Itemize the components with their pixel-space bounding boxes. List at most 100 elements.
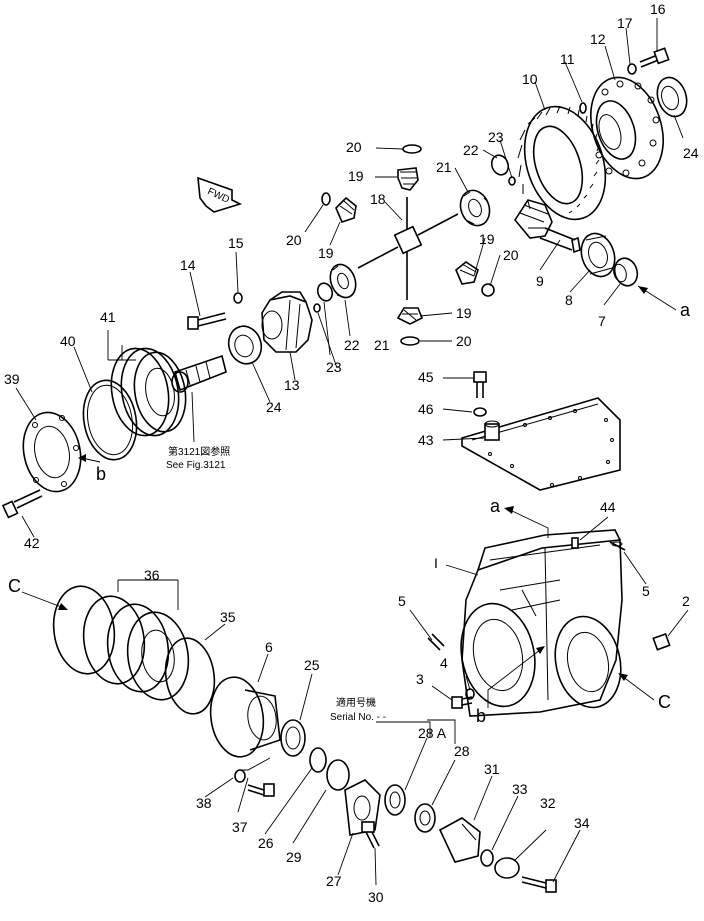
ref-c-left: C (8, 576, 21, 596)
pin-5-left (427, 633, 445, 651)
thrust-washer-22-right (490, 154, 510, 176)
callout-41: 41 (100, 309, 116, 325)
diff-case-half (261, 291, 313, 353)
ref-a-top: a (680, 300, 691, 320)
callout-38: 38 (196, 795, 212, 811)
callout-8: 8 (565, 292, 573, 308)
callout-40: 40 (60, 333, 76, 349)
o-ring-29 (326, 759, 350, 791)
side-pinion-gear-top (397, 167, 419, 191)
callout-34: 34 (574, 815, 590, 831)
callout-37: 37 (232, 819, 248, 835)
callout-19-left: 19 (318, 245, 334, 261)
washer-15 (233, 292, 243, 304)
disc-pack (110, 347, 187, 437)
callout-5-right: 5 (642, 583, 650, 599)
fwd-arrow-icon: FWD (197, 176, 243, 213)
serial-no-en: Serial No. - - (330, 712, 386, 723)
spider-cross (357, 197, 459, 300)
cover-plate (461, 397, 621, 491)
thrust-washer-20-right (481, 283, 495, 297)
washer-38 (234, 769, 246, 783)
callout-4: 4 (440, 655, 448, 671)
callout-7: 7 (598, 313, 606, 329)
callout-43: 43 (418, 432, 434, 448)
thrust-washer-22-left (316, 282, 334, 302)
pin-5-right (609, 541, 626, 551)
callout-22-left: 22 (344, 337, 360, 353)
callout-19-bottom: 19 (456, 305, 472, 321)
callout-3: 3 (416, 671, 424, 687)
callout-23-right: 23 (488, 129, 504, 145)
callout-20-left: 20 (286, 232, 302, 248)
pin-23-right (508, 176, 516, 186)
ref-arrow-c-right (618, 673, 655, 701)
callout-11: 11 (560, 51, 575, 67)
bearing-24-left (227, 325, 263, 365)
side-gear-21-right (459, 189, 491, 227)
callout-9: 9 (536, 273, 544, 289)
side-pinion-gear-left (335, 196, 357, 223)
see-fig-jp: 第3121図参照 (168, 445, 230, 458)
cage-27 (344, 779, 381, 836)
callout-22-right: 22 (463, 142, 479, 158)
callout-23-left: 23 (326, 359, 342, 375)
pin-44 (571, 537, 579, 549)
side-pinion-gear-right (455, 261, 479, 285)
see-fig-en: See Fig.3121 (166, 460, 226, 471)
callout-14: 14 (180, 257, 196, 273)
callout-16: 16 (650, 1, 666, 17)
pinion (514, 199, 581, 254)
callout-29: 29 (286, 849, 302, 865)
ref-arrow-c-left (21, 591, 68, 610)
bolt-30 (361, 821, 380, 849)
callout-31: 31 (484, 761, 500, 777)
callout-32: 32 (540, 795, 556, 811)
callout-21-right: 21 (436, 159, 452, 175)
thrust-washer-20-bottom (400, 336, 420, 346)
ref-arrow-a-top (637, 285, 677, 311)
coupling-31 (438, 817, 481, 863)
bolt-16 (639, 47, 670, 68)
callout-19-top: 19 (348, 168, 364, 184)
callout-numbers: 16 17 12 11 10 24 23 22 21 20 19 18 20 1… (4, 1, 699, 905)
callout-13: 13 (284, 377, 300, 393)
callout-19-right: 19 (479, 231, 495, 247)
cover-39 (22, 411, 82, 493)
retainer-6 (209, 676, 281, 758)
thrust-washer-20-left (321, 192, 331, 206)
ref-arrow-b-right (487, 646, 545, 708)
bearing-24-right (656, 76, 688, 118)
callout-28: 28 (454, 743, 470, 759)
callout-35: 35 (220, 609, 236, 625)
ref-b-right: b (476, 706, 486, 726)
disc-group-36 (52, 585, 190, 701)
callout-20-top: 20 (346, 139, 362, 155)
pin-23-left (313, 303, 321, 313)
callout-20-right: 20 (503, 247, 519, 263)
bearing-28a (384, 784, 406, 816)
ref-arrow-a-mid (504, 506, 549, 538)
side-gear-21-left (329, 263, 357, 299)
ref-b-left: b (96, 464, 106, 484)
ref-arrow-b-left (78, 454, 101, 463)
o-ring-33 (480, 849, 494, 867)
callout-30: 30 (368, 889, 384, 905)
callout-25: 25 (304, 657, 320, 673)
callout-18: 18 (370, 191, 386, 207)
side-pinion-gear-bottom (396, 307, 424, 325)
callout-10: 10 (522, 71, 538, 87)
callout-17: 17 (617, 15, 633, 31)
callout-39: 39 (4, 371, 20, 387)
nut-7 (613, 257, 639, 287)
bolt-37 (247, 783, 275, 797)
thrust-washer-20-top (402, 144, 422, 154)
callout-6: 6 (265, 639, 273, 655)
bearing-25 (280, 719, 306, 757)
o-ring-40 (82, 379, 138, 461)
serial-box (376, 721, 431, 738)
callout-21-left: 21 (374, 337, 390, 353)
callout-44: 44 (600, 499, 616, 515)
